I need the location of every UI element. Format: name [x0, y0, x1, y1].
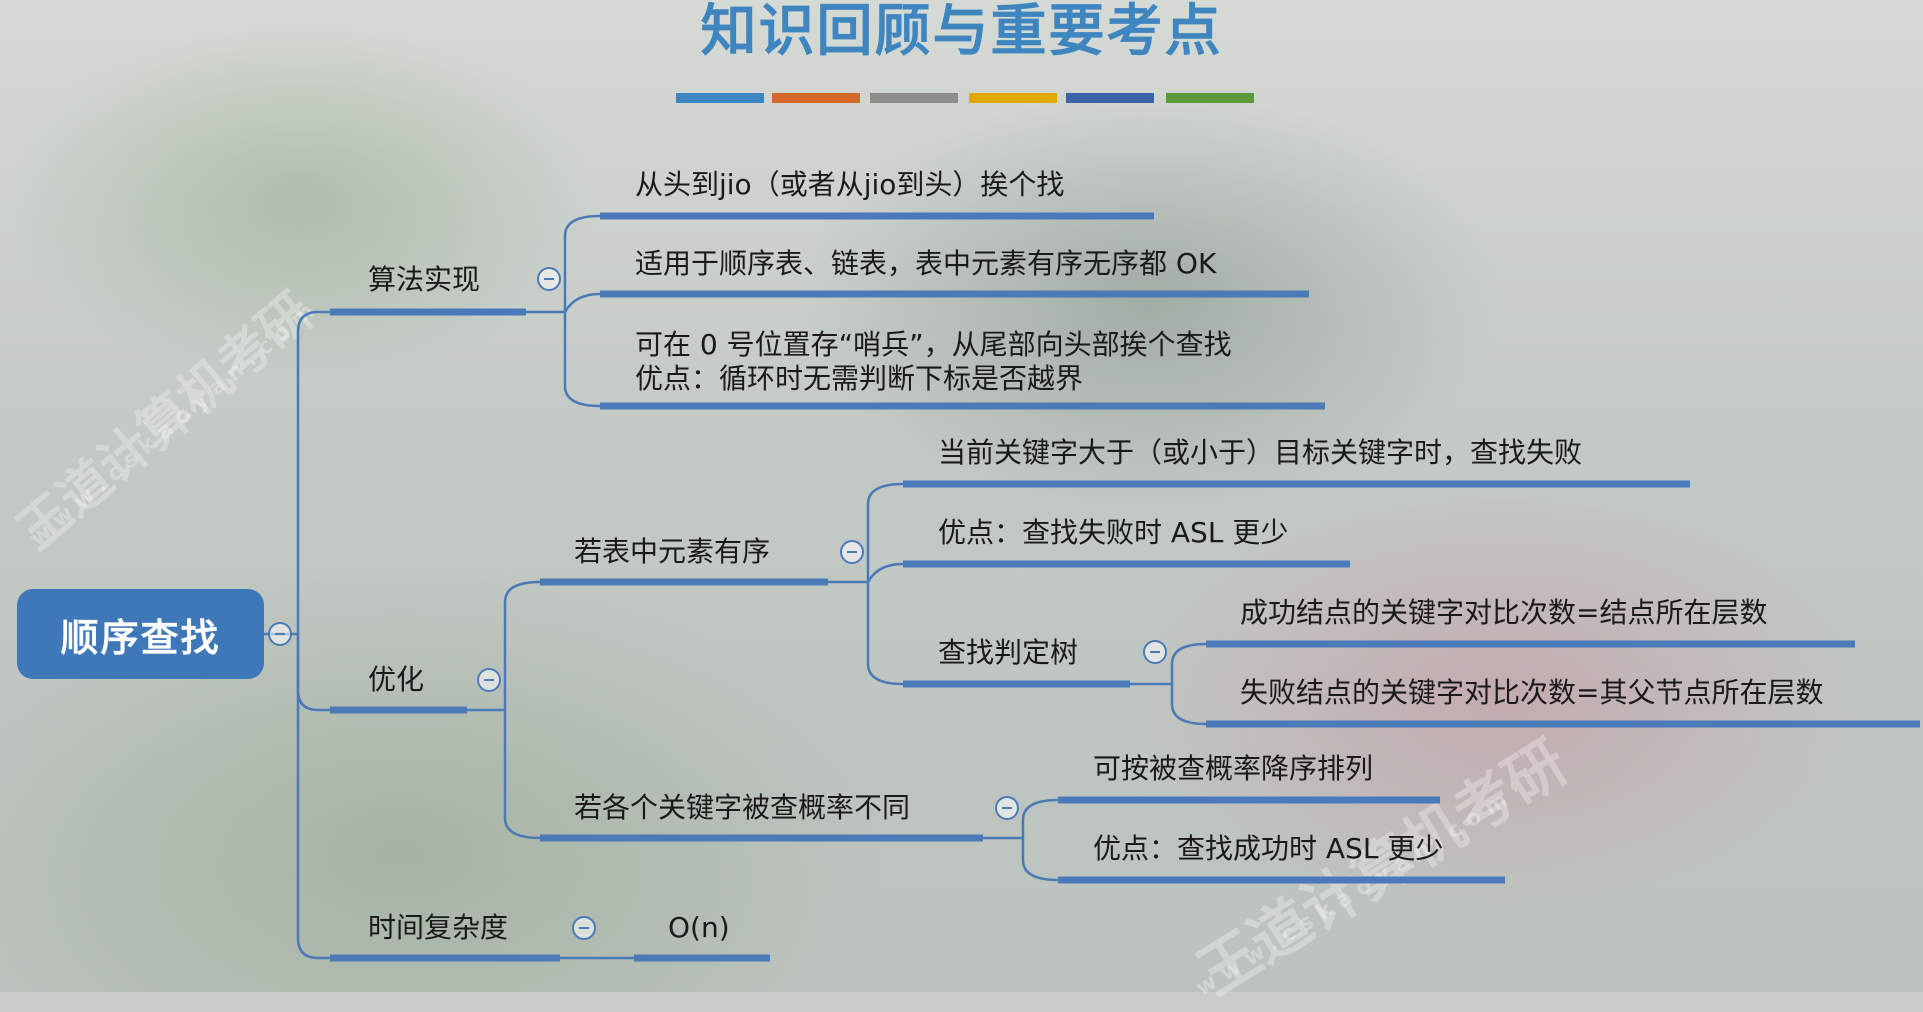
- collapse-toggle-ordered[interactable]: [840, 540, 864, 564]
- node-tree-item-1[interactable]: 成功结点的关键字对比次数=结点所在层数: [1240, 596, 1768, 629]
- title-bar-segment: [772, 93, 860, 103]
- title-bar-segment: [1166, 93, 1254, 103]
- root-node[interactable]: 顺序查找: [17, 589, 264, 679]
- node-ordered-item-2[interactable]: 优点：查找失败时 ASL 更少: [938, 516, 1289, 549]
- collapse-toggle-algo[interactable]: [537, 267, 561, 291]
- node-prob-item-1[interactable]: 可按被查概率降序排列: [1093, 752, 1374, 785]
- node-decision-tree[interactable]: 查找判定树: [938, 636, 1079, 669]
- title-bar-segment: [676, 93, 764, 103]
- collapse-toggle-root[interactable]: [268, 622, 292, 646]
- collapse-toggle-tree[interactable]: [1143, 640, 1167, 664]
- node-time-complexity[interactable]: 时间复杂度: [368, 911, 509, 944]
- node-algo-item-2[interactable]: 适用于顺序表、链表，表中元素有序无序都 OK: [635, 247, 1217, 280]
- node-algo-item-1[interactable]: 从头到jio（或者从jio到头）挨个找: [635, 168, 1065, 201]
- node-optimization[interactable]: 优化: [368, 663, 425, 696]
- collapse-toggle-time[interactable]: [572, 916, 596, 940]
- collapse-toggle-opt[interactable]: [477, 668, 501, 692]
- collapse-toggle-prob[interactable]: [995, 796, 1019, 820]
- node-prob-item-2[interactable]: 优点：查找成功时 ASL 更少: [1093, 832, 1444, 865]
- node-probability[interactable]: 若各个关键字被查概率不同: [574, 791, 911, 824]
- node-underlines: [330, 212, 1920, 962]
- node-algo-item-3[interactable]: 可在 0 号位置存“哨兵”，从尾部向头部挨个查找 优点：循环时无需判断下标是否越…: [635, 328, 1232, 395]
- node-ordered-item-1[interactable]: 当前关键字大于（或小于）目标关键字时，查找失败: [938, 436, 1583, 469]
- node-tree-item-2[interactable]: 失败结点的关键字对比次数=其父节点所在层数: [1240, 676, 1824, 709]
- node-algorithm[interactable]: 算法实现: [368, 263, 481, 296]
- title-bar-segment: [870, 93, 958, 103]
- title-color-bar: [676, 93, 1256, 104]
- title-bar-segment: [1066, 93, 1154, 103]
- page-title: 知识回顾与重要考点: [700, 0, 1223, 64]
- node-ordered[interactable]: 若表中元素有序: [574, 535, 771, 568]
- connector-curves: [262, 214, 1208, 960]
- title-bar-segment: [969, 93, 1057, 103]
- node-time-value[interactable]: O(n): [668, 911, 730, 944]
